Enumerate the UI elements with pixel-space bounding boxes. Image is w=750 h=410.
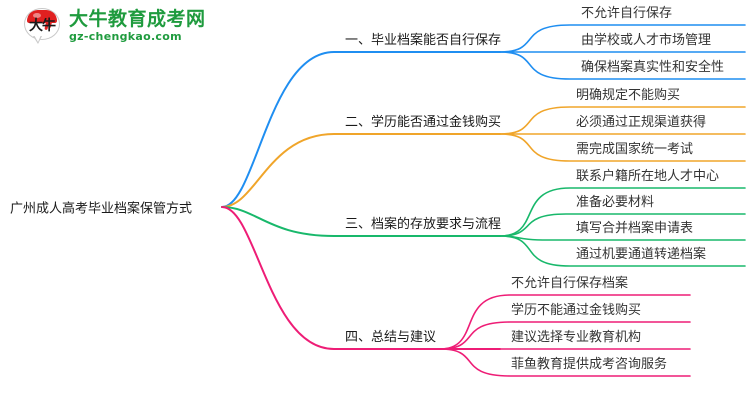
brand-title: 大牛教育成考网	[69, 8, 206, 30]
branch-node-4[interactable]: 四、总结与建议	[345, 330, 437, 345]
leaf-node-3-4[interactable]: 通过机要通道转递档案	[576, 247, 707, 262]
leaf-node-3-1[interactable]: 联系户籍所在地人才中心	[576, 169, 720, 184]
brand-text: 大牛教育成考网 gz-chengkao.com	[69, 8, 206, 44]
leaf-node-4-2[interactable]: 学历不能通过金钱购买	[511, 303, 642, 318]
leaf-node-3-3[interactable]: 填写合并档案申请表	[576, 221, 694, 236]
brand-logo[interactable]: 大牛 大牛教育成考网 gz-chengkao.com	[24, 6, 206, 46]
leaf-node-3-2[interactable]: 准备必要材料	[576, 195, 655, 210]
brand-subtitle: gz-chengkao.com	[69, 30, 182, 43]
logo-mark-text: 大牛	[29, 18, 56, 34]
leaf-node-1-2[interactable]: 由学校或人才市场管理	[581, 33, 712, 48]
leaf-node-4-1[interactable]: 不允许自行保存档案	[511, 276, 629, 291]
leaf-node-1-1[interactable]: 不允许自行保存	[581, 6, 673, 21]
speech-bubble-bull-logo-icon: 大牛	[24, 6, 62, 46]
branch-node-1[interactable]: 一、毕业档案能否自行保存	[345, 33, 502, 48]
leaf-node-2-3[interactable]: 需完成国家统一考试	[576, 142, 694, 157]
bubble-tail-inner	[34, 35, 41, 42]
leaf-node-2-1[interactable]: 明确规定不能购买	[576, 88, 681, 103]
leaf-node-4-4[interactable]: 菲鱼教育提供成考咨询服务	[511, 357, 668, 372]
branch-node-2[interactable]: 二、学历能否通过金钱购买	[345, 115, 502, 130]
leaf-node-2-2[interactable]: 必须通过正规渠道获得	[576, 115, 707, 130]
leaf-node-1-3[interactable]: 确保档案真实性和安全性	[581, 60, 725, 75]
leaf-node-4-3[interactable]: 建议选择专业教育机构	[511, 330, 642, 345]
branch-node-3[interactable]: 三、档案的存放要求与流程	[345, 217, 502, 232]
mindmap-root-node[interactable]: 广州成人高考毕业档案保管方式	[10, 201, 193, 217]
